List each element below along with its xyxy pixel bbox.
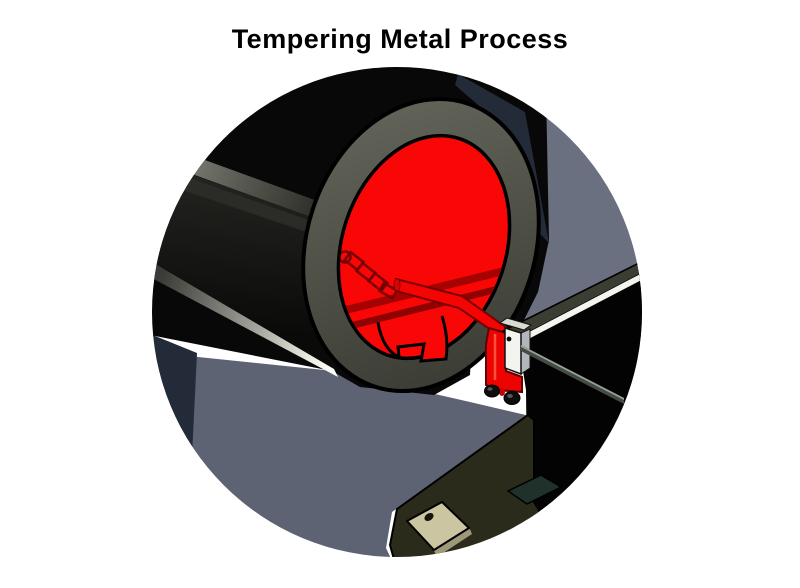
clamp-top-flange bbox=[498, 317, 533, 331]
workpiece-end-cap bbox=[393, 278, 401, 292]
knob-right bbox=[503, 391, 521, 405]
latch-plate-side bbox=[433, 527, 472, 557]
chain-links bbox=[338, 250, 399, 301]
hearth-rail-lower bbox=[348, 284, 504, 330]
latch-plate bbox=[406, 501, 470, 551]
workpiece-clamp bbox=[504, 326, 522, 376]
latch-plate-hole bbox=[424, 512, 434, 522]
support-rod-highlight bbox=[521, 345, 624, 400]
bracket-glow-tip bbox=[499, 388, 505, 396]
knob-right-highlight bbox=[507, 394, 513, 398]
clamp-bolt bbox=[506, 336, 512, 342]
knob-left-highlight bbox=[487, 387, 493, 391]
furnace-secondary-stripe bbox=[152, 164, 348, 246]
table-side-shadow bbox=[152, 334, 197, 456]
knob-left bbox=[484, 384, 500, 398]
furnace-body-shading bbox=[152, 160, 345, 370]
panel-edge-highlight bbox=[512, 269, 642, 346]
glow-spill-tab-outline bbox=[375, 315, 449, 363]
page-title: Tempering Metal Process bbox=[231, 24, 569, 54]
furnace-bottom-streak bbox=[152, 261, 338, 377]
glow-spill-tab bbox=[377, 316, 447, 361]
base-recess-slot bbox=[506, 474, 563, 505]
furnace-panel-shadow bbox=[455, 74, 549, 243]
